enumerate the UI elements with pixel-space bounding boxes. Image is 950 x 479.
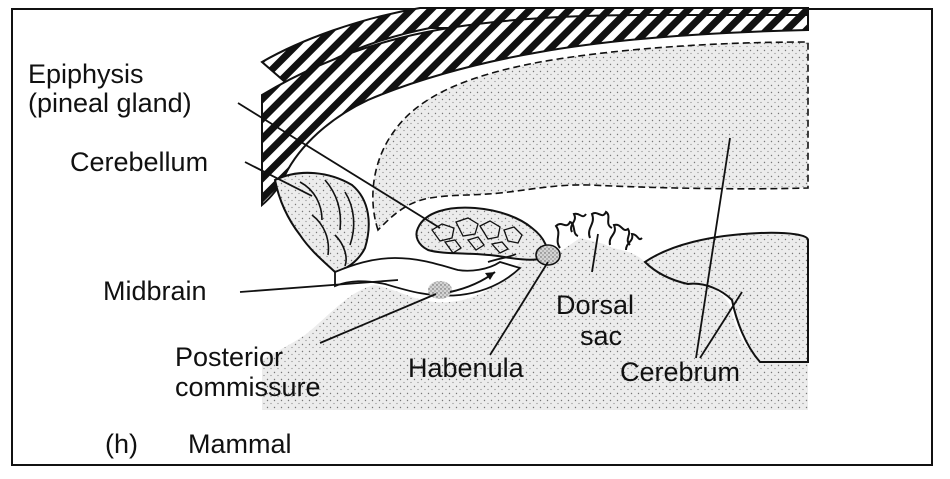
cerebellum-lobe (275, 173, 369, 272)
dorsal-label: Dorsal (556, 291, 634, 320)
pineal-gland (416, 208, 546, 260)
commissure-label: commissure (175, 373, 321, 402)
caption-letter: (h) (105, 430, 138, 459)
cerebrum-label: Cerebrum (620, 358, 740, 387)
sac-label: sac (580, 322, 622, 351)
pineal-gland-label: (pineal gland) (28, 89, 192, 118)
cerebellum-label: Cerebellum (70, 148, 208, 177)
habenula-label: Habenula (408, 354, 524, 383)
posterior-label: Posterior (175, 343, 283, 372)
midbrain-label: Midbrain (103, 277, 207, 306)
epiphysis-label: Epiphysis (28, 60, 144, 89)
caption-title: Mammal (188, 430, 292, 459)
